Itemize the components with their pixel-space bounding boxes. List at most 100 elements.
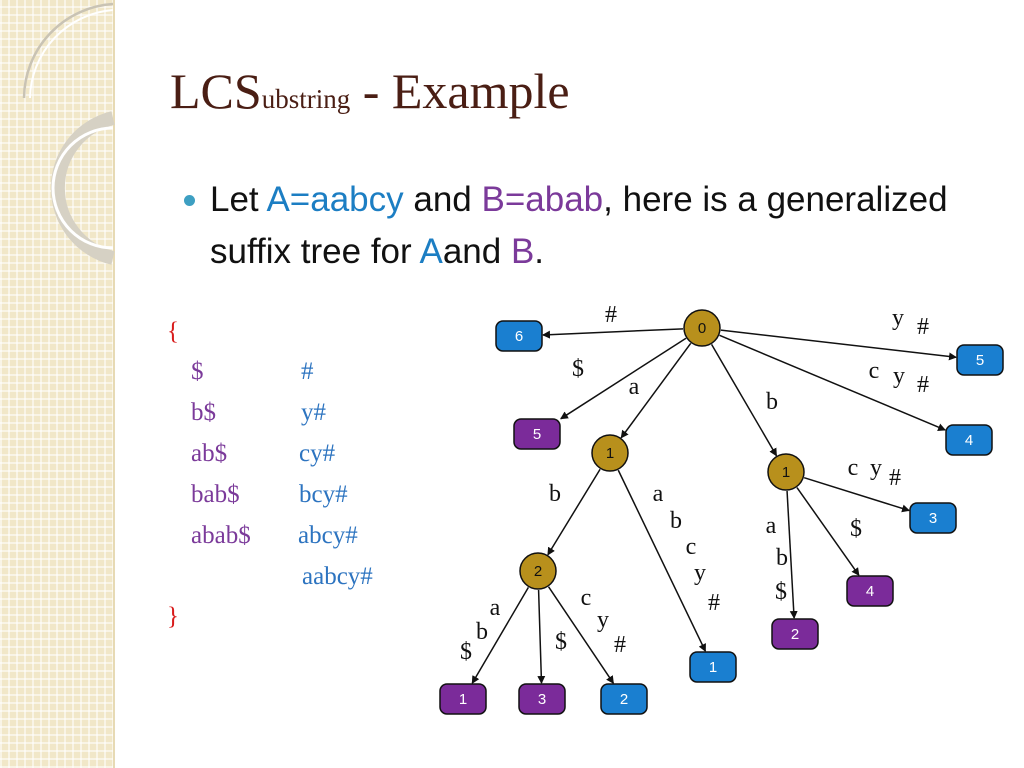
suffix-b-4: abab$	[191, 522, 251, 549]
node-L2b: 2	[771, 618, 819, 650]
decorative-ring-mid-inner	[51, 126, 114, 250]
edge-root-L5b	[560, 337, 687, 420]
node-L4a: 4	[945, 424, 993, 456]
node-label: 1	[782, 464, 790, 481]
decorative-ring-top-inner	[29, 9, 114, 99]
bullet-let: Let	[210, 180, 267, 219]
edge-label-nab-L2a-0: c	[581, 585, 592, 611]
leaf-node-box	[495, 320, 543, 352]
node-label: 1	[606, 445, 614, 462]
bullet-point: Let A=aabcy and B=abab, here is a genera…	[184, 174, 948, 278]
edge-label-na-L1a-2: c	[686, 534, 697, 560]
node-na: 1	[591, 434, 629, 472]
node-L6: 6	[495, 320, 543, 352]
node-nb: 1	[767, 453, 805, 491]
edge-nb-L4b	[796, 487, 860, 577]
bullet-dot-icon	[184, 195, 195, 206]
suffix-b-2: ab$	[191, 440, 228, 467]
edge-label-nb-L3a-0: c	[848, 455, 859, 481]
edge-label-root-L4a-0: c	[869, 358, 880, 384]
suffix-open-brace: {	[167, 318, 179, 345]
suffix-a-1: y#	[301, 399, 326, 426]
edge-nb-L3a	[803, 476, 911, 513]
bullet-and-1: and	[403, 180, 482, 219]
suffix-a-2: cy#	[299, 440, 336, 467]
edge-label-na-L1a-1: b	[670, 508, 682, 534]
suffix-close-brace: }	[167, 603, 179, 630]
decorative-rings	[22, 2, 115, 265]
leaf-node-box	[689, 651, 737, 683]
edge-nb-L2b	[786, 490, 798, 619]
node-L5a: 5	[956, 344, 1004, 376]
node-label: 3	[538, 691, 546, 708]
title-subscript: ubstring	[261, 84, 351, 114]
leaf-node-box	[513, 418, 561, 450]
node-label: 0	[698, 320, 706, 337]
edge-label-nab-L2a-2: #	[614, 632, 626, 658]
edge-nab-L2a	[547, 586, 614, 684]
leaf-node-box	[771, 618, 819, 650]
leaf-node-box	[945, 424, 993, 456]
edge-label-nb-L2b-2: $	[775, 579, 787, 605]
edge-root-L6	[541, 328, 684, 339]
edge-label-na-L1a-3: y	[694, 560, 706, 586]
bullet-rest: , here is a generalized suffix tree for	[210, 180, 948, 271]
edge-label-nab-L1b-2: $	[460, 639, 472, 665]
edge-label-root-L5a-1: #	[917, 314, 929, 340]
internal-node-circle	[767, 453, 805, 491]
node-nab: 2	[519, 552, 557, 590]
node-L5b: 5	[513, 418, 561, 450]
suffix-b-0: $	[191, 358, 204, 385]
title-rest: - Example	[350, 63, 570, 119]
suffix-a-5: aabcy#	[302, 563, 373, 590]
node-label: 6	[515, 328, 523, 345]
string-a-definition: A=aabcy	[266, 180, 404, 219]
node-L3a: 3	[909, 502, 957, 534]
suffix-a-4: abcy#	[298, 522, 358, 549]
node-root: 0	[683, 309, 721, 347]
decorative-ring-top	[22, 2, 114, 99]
string-a-name: A	[419, 232, 443, 271]
leaf-node-box	[846, 575, 894, 607]
edge-label-nab-L1b-1: b	[476, 619, 488, 645]
leaf-node-box	[518, 683, 566, 715]
slide-title: LCSubstring - Example	[170, 62, 570, 120]
leaf-node-box	[439, 683, 487, 715]
bullet-and-2: and	[442, 232, 511, 271]
node-label: 2	[791, 626, 799, 643]
string-b-name: B	[510, 232, 535, 271]
edge-label-nab-L2a-1: y	[597, 607, 609, 633]
edge-label-nb-L4b-0: $	[850, 516, 862, 542]
edge-root-L5a	[720, 329, 957, 361]
node-label: 3	[929, 510, 937, 527]
tree-edges	[471, 328, 957, 685]
edge-root-nb	[710, 344, 778, 457]
edge-label-nb-L3a-2: #	[889, 465, 901, 491]
edge-nab-L3b	[537, 589, 546, 685]
decorative-ring-mid	[50, 111, 115, 265]
edge-label-nb-L3a-1: y	[870, 455, 882, 481]
edge-label-nab-L1b-0: a	[490, 595, 501, 621]
internal-node-circle	[591, 434, 629, 472]
node-label: 4	[965, 432, 973, 449]
string-b-definition: B=abab	[481, 180, 604, 219]
suffix-a-3: bcy#	[299, 481, 348, 508]
leaf-node-box	[956, 344, 1004, 376]
suffix-list: { $ b$ ab$ bab$ abab$ # y# cy# bcy# abcy…	[0, 0, 420, 650]
node-label: 5	[976, 352, 984, 369]
edge-label-root-nb-0: b	[766, 389, 778, 415]
node-label: 1	[709, 659, 717, 676]
edge-label-na-nab-0: b	[549, 481, 561, 507]
suffix-b-3: bab$	[191, 481, 240, 508]
edge-label-root-na-0: a	[629, 374, 640, 400]
internal-node-circle	[519, 552, 557, 590]
leaf-node-box	[909, 502, 957, 534]
edge-root-na	[620, 342, 692, 439]
node-L4b: 4	[846, 575, 894, 607]
edge-label-nb-L2b-1: b	[776, 545, 788, 571]
edge-label-na-L1a-0: a	[653, 481, 664, 507]
edge-label-na-L1a-4: #	[708, 590, 720, 616]
edge-na-nab	[547, 468, 601, 556]
edge-label-root-L5a-0: y	[892, 305, 904, 331]
